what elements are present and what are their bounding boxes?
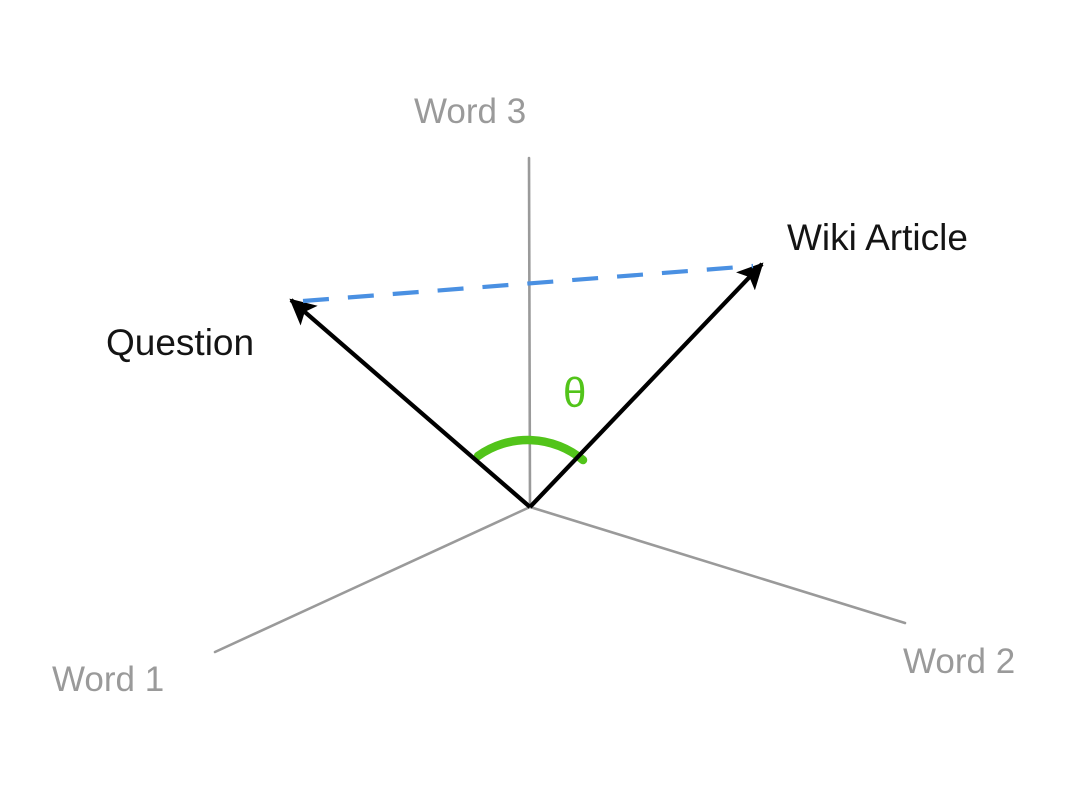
axis-line-word-1 [213,505,532,654]
axis-label-word-2: Word 2 [903,642,1015,681]
vector-label-wiki-article: Wiki Article [787,217,968,258]
theta-symbol-label: θ [563,369,586,416]
theta-arc [473,435,588,465]
similarity-dashed-line [302,263,754,304]
axes-group [213,156,907,654]
axis-line-word-3 [527,156,532,509]
vector-wiki-article [528,262,764,509]
axis-label-word-3: Word 3 [414,92,526,131]
axis-line-word-2 [528,505,907,625]
vector-label-question: Question [106,322,254,363]
vectors-group [289,262,764,509]
axis-label-word-1: Word 1 [52,660,164,699]
vector-question [289,298,532,509]
